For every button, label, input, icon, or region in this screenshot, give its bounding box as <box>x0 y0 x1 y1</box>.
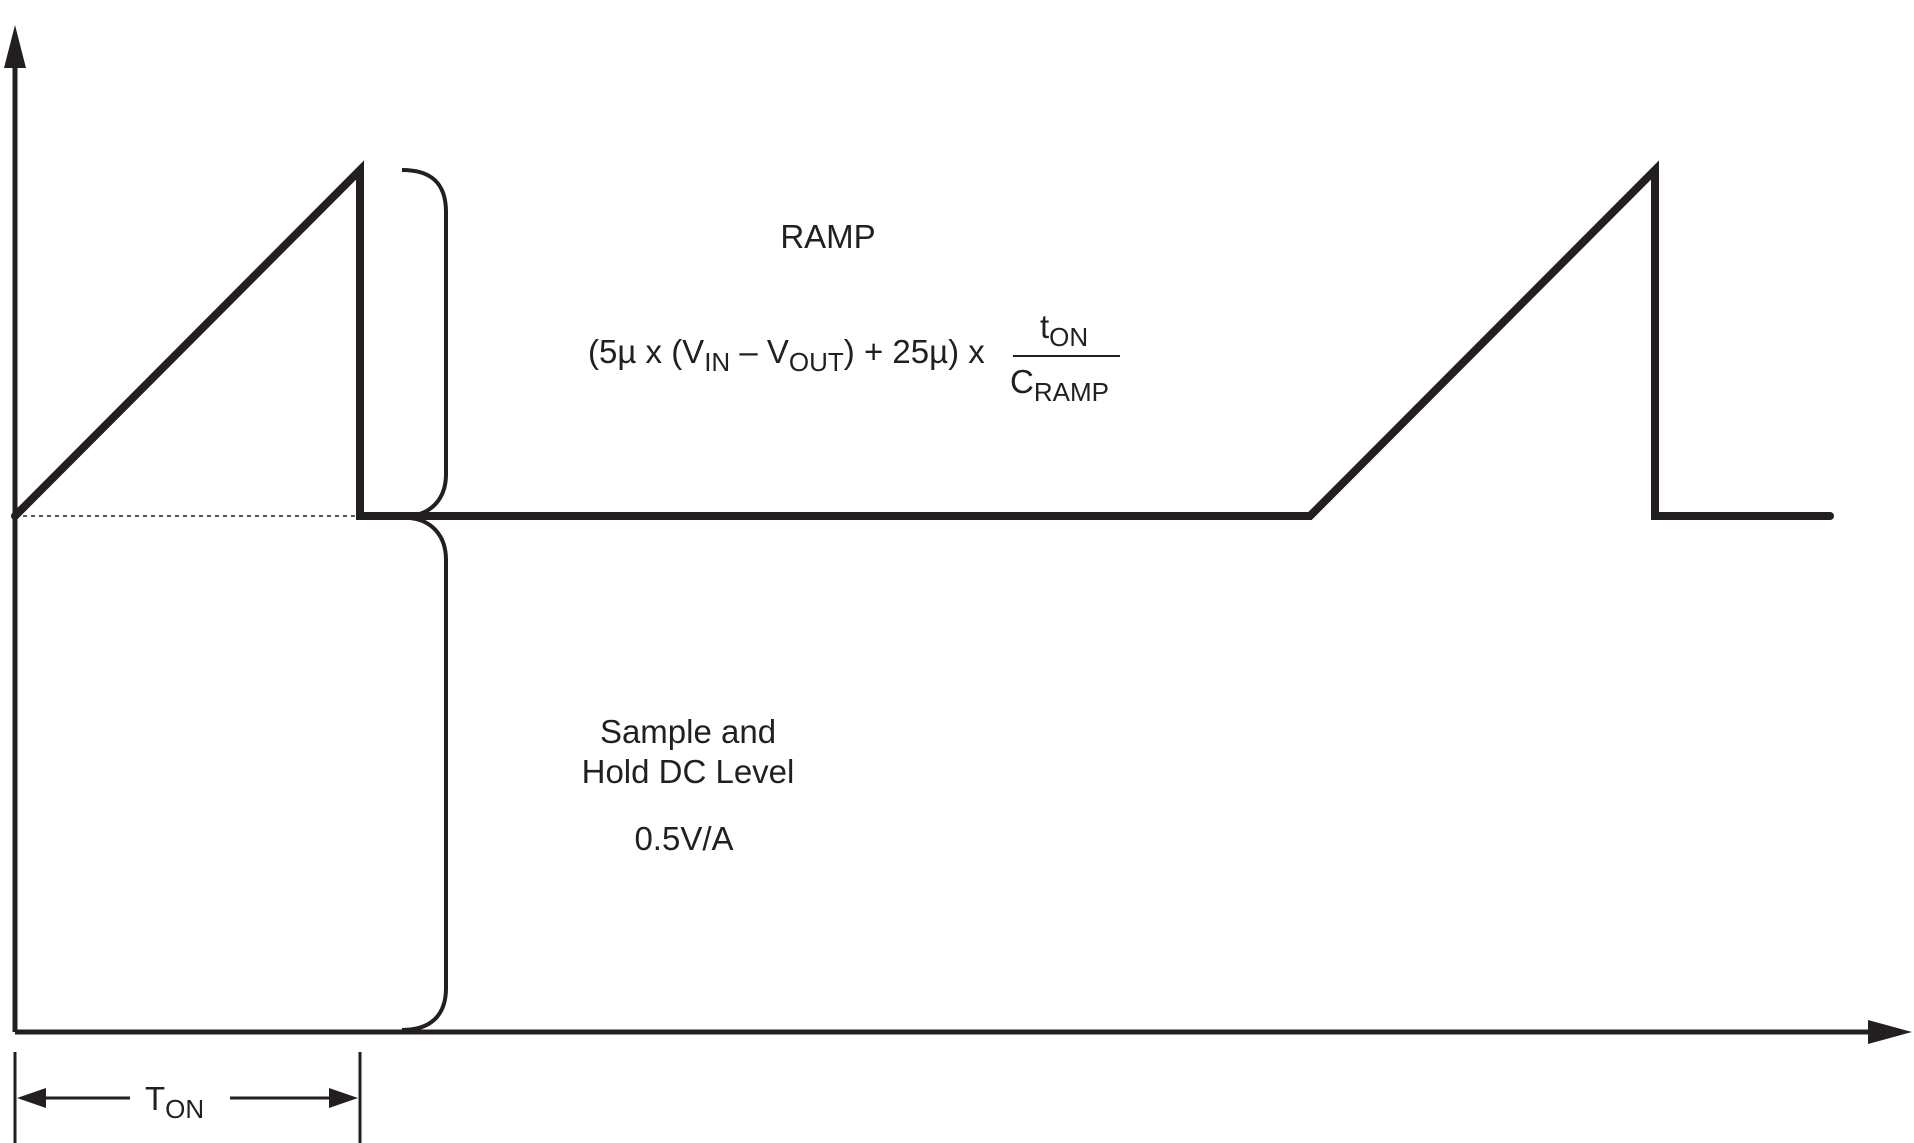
dc-level-brace <box>401 516 448 1032</box>
ramp-formula: (5µ x (VIN – VOUT) + 25µ) x <box>588 333 985 377</box>
ramp-amplitude-brace <box>401 168 448 518</box>
sample-hold-label-line1: Sample and <box>600 713 776 750</box>
gain-label: 0.5V/A <box>634 820 733 857</box>
sample-hold-label-line2: Hold DC Level <box>582 753 795 790</box>
ton-label: TON <box>145 1080 204 1124</box>
ton-left-arrowhead <box>17 1088 46 1108</box>
ton-right-arrowhead <box>329 1088 358 1108</box>
x-axis-arrowhead <box>1868 1020 1912 1044</box>
formula-vout-sub: OUT <box>789 347 844 377</box>
y-axis-arrowhead <box>4 25 26 68</box>
ramp-title: RAMP <box>780 218 875 255</box>
formula-vin-sub: IN <box>704 347 730 377</box>
formula-minus: – V <box>730 333 789 370</box>
formula-prefix: (5µ x (V <box>588 333 704 370</box>
formula-denominator: CRAMP <box>1010 363 1109 407</box>
formula-numerator: tON <box>1040 308 1088 352</box>
ramp-waveform <box>11 160 1834 520</box>
formula-suffix: ) + 25µ) x <box>844 333 985 370</box>
